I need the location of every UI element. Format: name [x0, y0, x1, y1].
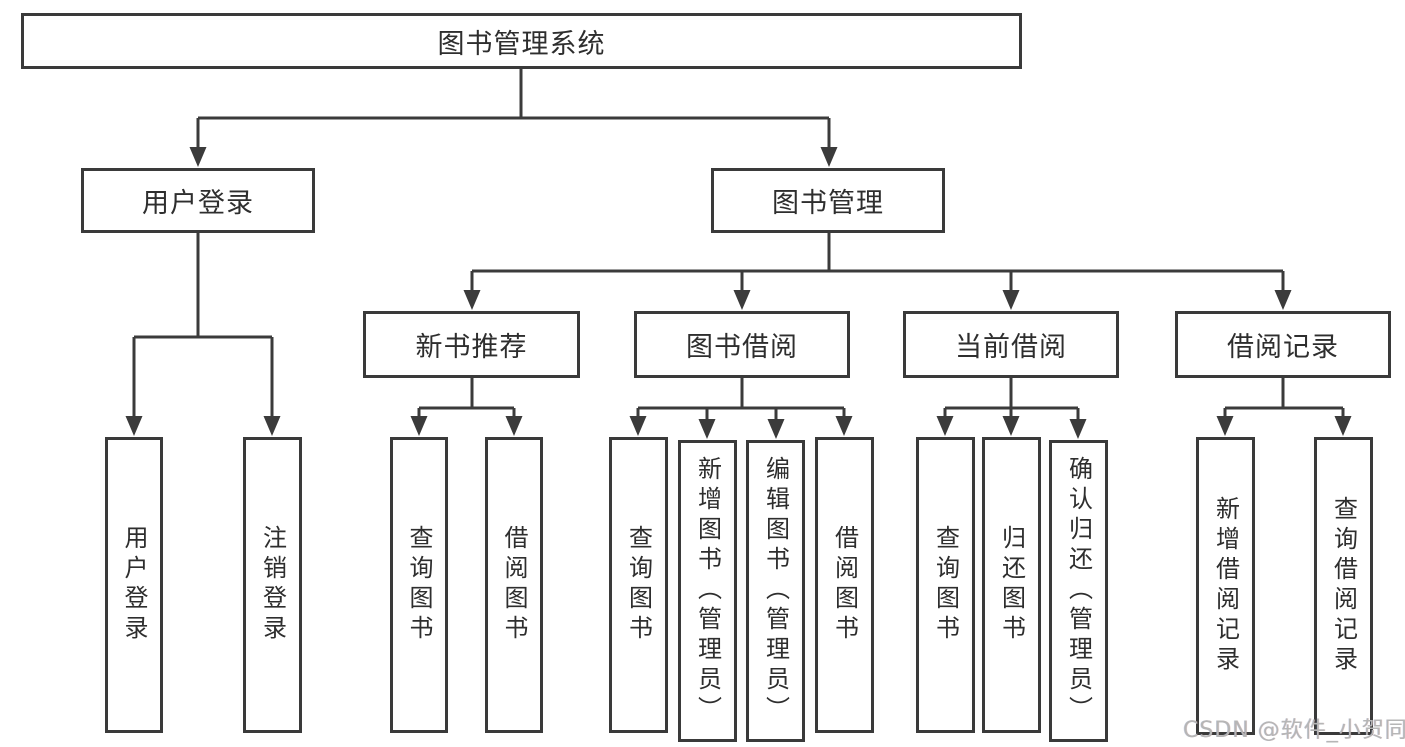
node-book-management-label: 图书管理	[772, 188, 884, 219]
leaf-recommend-borrow-books-label: 借阅图书	[500, 525, 528, 645]
leaf-borrow-books-label: 借阅图书	[830, 525, 859, 645]
leaf-logout: 注销登录	[243, 437, 302, 733]
leaf-add-books-admin: 新增图书（管理员）	[678, 440, 737, 742]
node-book-management: 图书管理	[711, 168, 945, 233]
leaf-logout-label: 注销登录	[258, 525, 287, 645]
leaf-borrow-books: 借阅图书	[815, 437, 874, 733]
connector-stems	[132, 68, 1345, 423]
node-current-borrow: 当前借阅	[903, 311, 1119, 378]
node-book-borrow-label: 图书借阅	[686, 332, 798, 363]
leaf-borrow-query-books-label: 查询图书	[624, 525, 653, 645]
node-borrow-records: 借阅记录	[1175, 311, 1391, 378]
leaf-add-borrow-record: 新增借阅记录	[1196, 437, 1255, 735]
node-user-login-label: 用户登录	[142, 188, 254, 219]
node-current-borrow-label: 当前借阅	[955, 332, 1067, 363]
arrowheads	[125, 147, 1352, 439]
leaf-add-borrow-record-label: 新增借阅记录	[1211, 496, 1240, 676]
node-library-management-system: 图书管理系统	[21, 13, 1022, 69]
leaf-return-books-label: 归还图书	[997, 525, 1026, 645]
leaf-add-books-admin-label: 新增图书（管理员）	[693, 456, 722, 726]
leaf-user-login-label: 用户登录	[120, 525, 148, 645]
leaf-recommend-borrow-books: 借阅图书	[485, 437, 543, 733]
leaf-user-login: 用户登录	[105, 437, 163, 733]
leaf-edit-books-admin-label: 编辑图书（管理员）	[761, 456, 790, 726]
node-library-management-system-label: 图书管理系统	[437, 28, 606, 60]
leaf-borrow-query-books: 查询图书	[609, 437, 668, 733]
node-book-borrow: 图书借阅	[634, 311, 850, 378]
watermark: CSDN @软件_小贺同学	[1183, 718, 1405, 743]
leaf-recommend-query-books: 查询图书	[390, 437, 448, 733]
leaf-recommend-query-books-label: 查询图书	[405, 525, 433, 645]
node-new-book-recommend-label: 新书推荐	[415, 332, 528, 363]
leaf-edit-books-admin: 编辑图书（管理员）	[746, 440, 805, 742]
leaf-current-query-books: 查询图书	[916, 437, 975, 733]
leaf-query-borrow-record-label: 查询借阅记录	[1329, 496, 1358, 676]
node-user-login: 用户登录	[81, 168, 315, 233]
leaf-current-query-books-label: 查询图书	[931, 525, 960, 645]
node-new-book-recommend: 新书推荐	[363, 311, 580, 378]
node-borrow-records-label: 借阅记录	[1227, 332, 1339, 363]
leaf-confirm-return-admin: 确认归还（管理员）	[1049, 440, 1108, 742]
leaf-query-borrow-record: 查询借阅记录	[1314, 437, 1373, 735]
leaf-return-books: 归还图书	[982, 437, 1041, 733]
leaf-confirm-return-admin-label: 确认归还（管理员）	[1064, 456, 1093, 726]
